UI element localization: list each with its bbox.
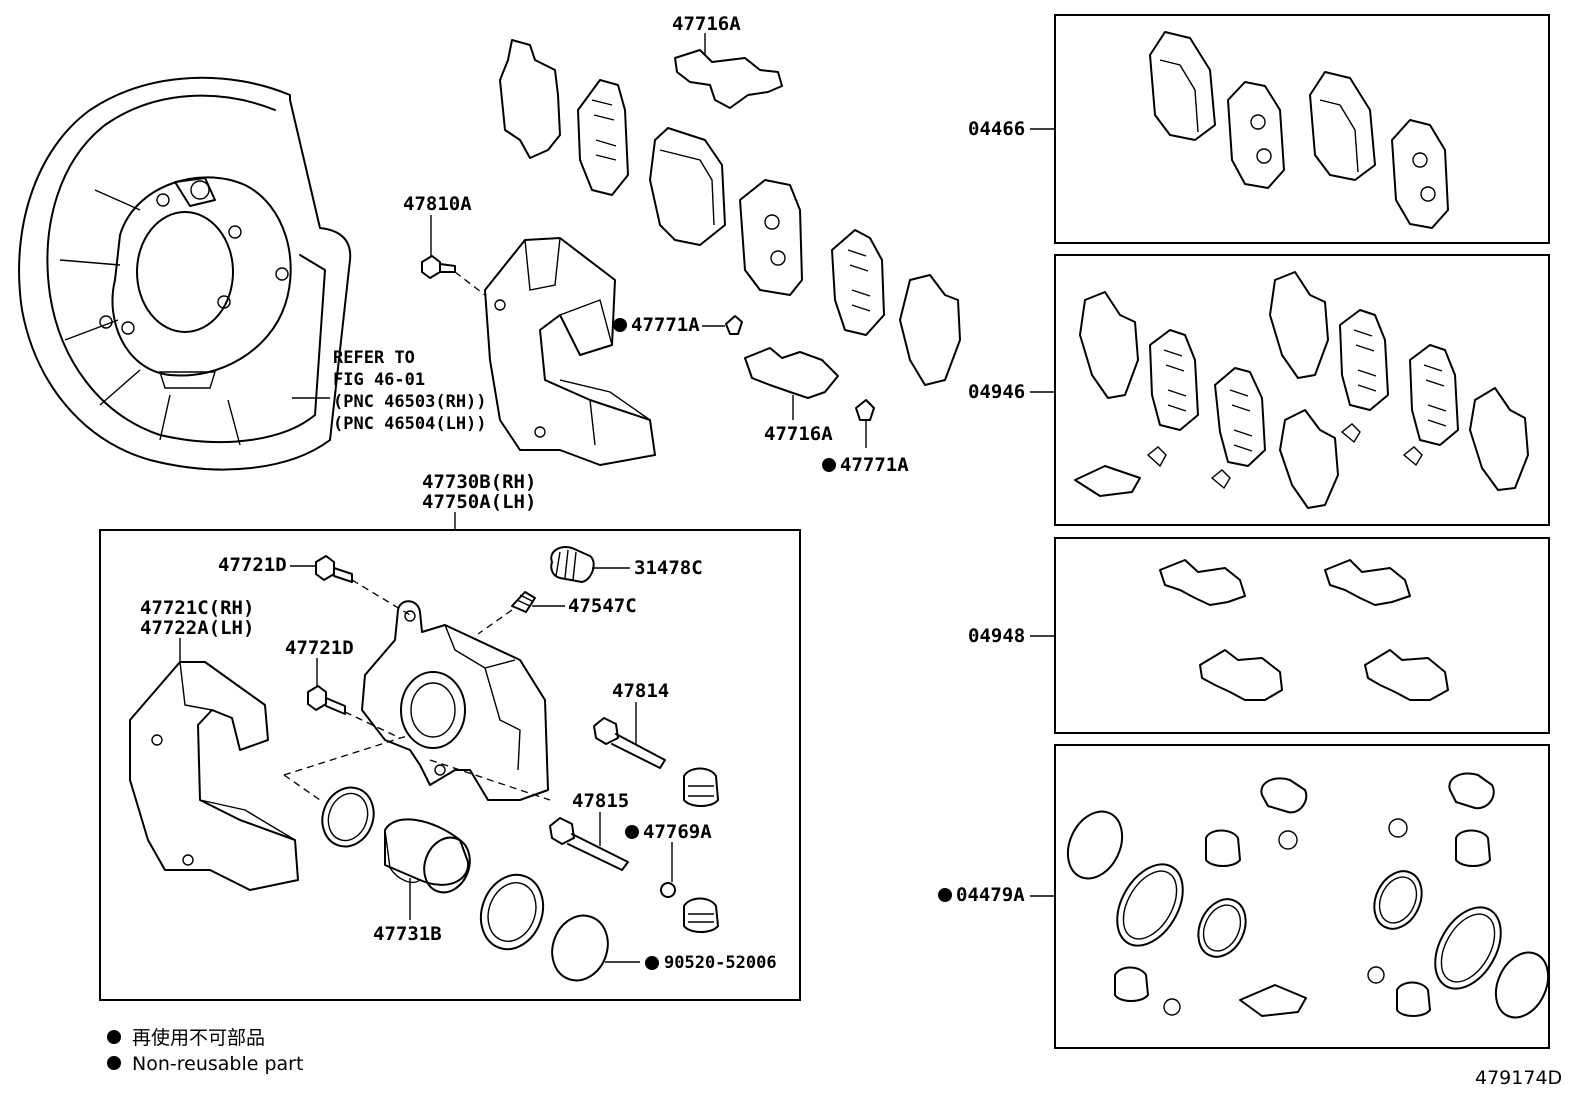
label-47771A-2: 47771A	[840, 454, 909, 476]
kit-box-04948	[1054, 537, 1550, 734]
dash-47721D-2	[344, 711, 401, 739]
non-reusable-dot-47771A-2	[822, 458, 836, 472]
bleeder-cap-31478C	[550, 546, 595, 583]
label-31478C: 31478C	[634, 557, 703, 579]
refer-text-line4: (PNC 46504(LH))	[333, 414, 487, 434]
figure-id: 479174D	[1475, 1067, 1562, 1089]
kit-04479A-seals	[1066, 772, 1550, 1019]
bleeder-screw-47547C	[511, 591, 536, 613]
label-bracket-lh: 47722A(LH)	[140, 617, 254, 639]
pin-boot-2	[683, 897, 719, 933]
dust-cover-shield	[18, 76, 352, 471]
label-47814: 47814	[612, 680, 669, 702]
label-47716A-top: 47716A	[672, 13, 741, 35]
label-04466: 04466	[968, 118, 1025, 140]
pad-shim-outer-1	[499, 39, 561, 159]
brake-pad-outer	[649, 127, 726, 246]
refer-text-line1: REFER TO	[333, 348, 415, 368]
caliper-assembly-box	[99, 529, 801, 1001]
label-47731B: 47731B	[373, 923, 442, 945]
label-47721D-1: 47721D	[218, 554, 287, 576]
pad-shim-outer-2	[899, 274, 961, 386]
pad-shim-inner-2	[831, 229, 885, 336]
piston-seal	[321, 786, 375, 848]
refer-text-line2: FIG 46-01	[333, 370, 425, 390]
kit-04948-springs	[1159, 559, 1449, 701]
pin-boot-1	[683, 767, 719, 807]
label-90520-52006: 90520-52006	[664, 953, 777, 973]
dash-47721D-1	[351, 579, 411, 616]
non-reusable-dot-04479A	[938, 888, 952, 902]
non-reusable-dot-47769A	[625, 825, 639, 839]
caliper-support-mount	[484, 237, 656, 466]
label-caliper-lh: 47750A(LH)	[422, 491, 536, 513]
kit-box-04946	[1054, 254, 1550, 526]
anti-rattle-spring-top	[674, 49, 783, 109]
dash-piston-axis	[283, 734, 551, 801]
dash-47810A	[454, 271, 486, 296]
set-ring-90520	[551, 914, 609, 982]
label-bracket-rh: 47721C(RH)	[140, 597, 254, 619]
label-47716A-mid: 47716A	[764, 423, 833, 445]
legend-text-jp: 再使用不可部品	[132, 1027, 265, 1049]
pad-shim-inner-1	[577, 79, 629, 196]
dash-47547C	[477, 609, 513, 635]
legend-text-en: Non-reusable part	[132, 1053, 303, 1075]
legend-dot-jp	[107, 1030, 121, 1044]
slide-pin-47815	[549, 817, 629, 871]
label-47815: 47815	[572, 790, 629, 812]
pad-clip-2	[855, 399, 875, 421]
piston-dust-boot	[479, 873, 545, 951]
label-47771A-1: 47771A	[631, 314, 700, 336]
legend-dot-en	[107, 1056, 121, 1070]
brake-pad-inner	[739, 179, 803, 296]
label-04946: 04946	[968, 381, 1025, 403]
label-caliper-rh: 47730B(RH)	[422, 471, 536, 493]
non-reusable-dot-90520	[645, 956, 659, 970]
kit-04466-pads	[1149, 31, 1449, 229]
bolt-47810A	[421, 255, 456, 279]
bushing-47769A	[660, 882, 676, 898]
caliper-bracket	[129, 661, 299, 891]
bolt-47721D-2	[307, 685, 346, 715]
label-04948: 04948	[968, 625, 1025, 647]
kit-box-04466	[1054, 14, 1550, 244]
kit-04946-shims	[1074, 271, 1529, 509]
pad-clip-1	[725, 315, 743, 335]
piston-47731B	[384, 818, 471, 894]
label-47721D-2: 47721D	[285, 637, 354, 659]
anti-rattle-spring-mid	[744, 347, 839, 399]
slide-pin-47814	[593, 717, 666, 769]
label-47769A: 47769A	[643, 821, 712, 843]
label-47547C: 47547C	[568, 595, 637, 617]
caliper-body	[361, 600, 549, 801]
bolt-47721D-1	[315, 555, 353, 583]
non-reusable-dot-47771A-1	[613, 318, 627, 332]
label-04479A: 04479A	[956, 884, 1025, 906]
refer-text-line3: (PNC 46503(RH))	[333, 392, 487, 412]
label-47810A: 47810A	[403, 193, 472, 215]
